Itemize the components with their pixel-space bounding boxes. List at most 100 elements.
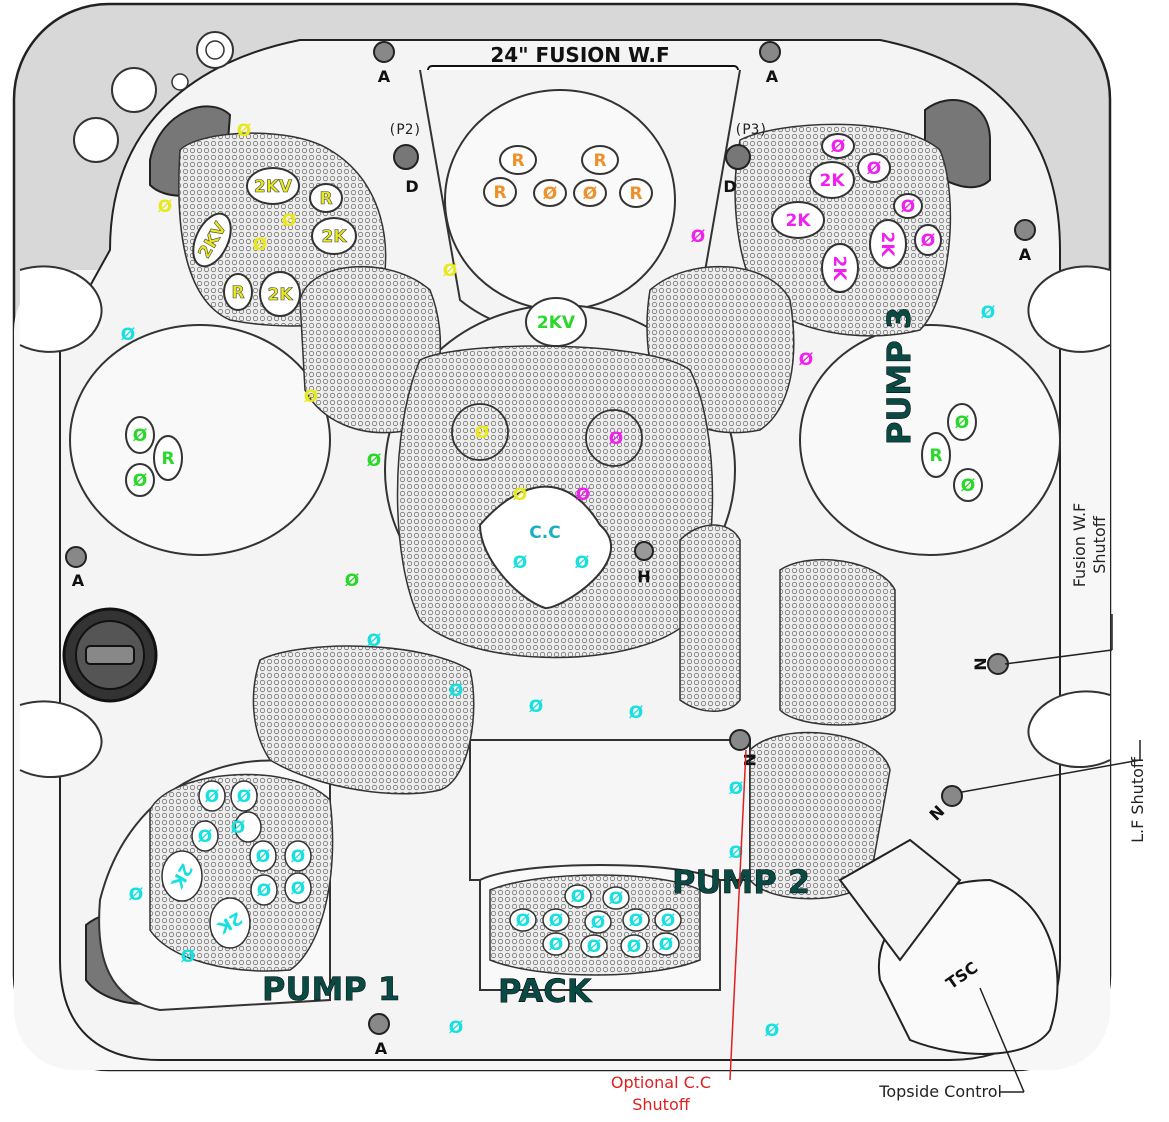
textured-pad bbox=[779, 558, 896, 726]
jet-zero: Ø bbox=[181, 947, 195, 967]
textured-pad bbox=[252, 645, 475, 795]
jet-zero: Ø bbox=[901, 197, 915, 217]
jet-zero: Ø bbox=[576, 485, 590, 505]
jet-zero: Ø bbox=[133, 426, 147, 446]
fusion-shutoff-callout: Fusion W.F Shutoff bbox=[1070, 490, 1110, 600]
fusion-shutoff-leader bbox=[1004, 649, 1113, 665]
jet-zero: Ø bbox=[367, 451, 381, 471]
jet-2k: 2K bbox=[267, 285, 293, 305]
cup-holder bbox=[19, 265, 103, 353]
pump2-label: PUMP 2 bbox=[672, 863, 810, 901]
jet-zero: Ø bbox=[513, 485, 527, 505]
topside-control-callout: Topside Control bbox=[832, 1082, 1002, 1101]
pack-label: PACK bbox=[498, 972, 593, 1010]
jet-zero: Ø bbox=[475, 423, 489, 443]
jet-zero: Ø bbox=[543, 184, 557, 204]
jet-zero: Ø bbox=[367, 631, 381, 651]
jet-zero: Ø bbox=[867, 159, 881, 179]
diverter-label: D bbox=[405, 177, 418, 196]
deck-ring bbox=[196, 31, 234, 69]
lf-shutoff-callout: L.F Shutoff bbox=[1128, 720, 1147, 880]
jet-zero: Ø bbox=[765, 1021, 779, 1041]
jet-zero: Ø bbox=[921, 231, 935, 251]
jet-2kv: 2KV bbox=[537, 313, 576, 333]
jet-zero: Ø bbox=[304, 387, 318, 407]
air-control-label: A bbox=[766, 67, 779, 86]
jet-zero: Ø bbox=[513, 553, 527, 573]
jet-zero: Ø bbox=[129, 885, 143, 905]
jet-r: R bbox=[493, 183, 506, 203]
jet-zero: Ø bbox=[659, 935, 673, 955]
deck-ring bbox=[73, 117, 119, 163]
jet-zero: Ø bbox=[198, 827, 212, 847]
textured-pad bbox=[679, 524, 741, 712]
air-control-label: A bbox=[378, 67, 391, 86]
jet-zero: Ø bbox=[549, 911, 563, 931]
jet-zero: Ø bbox=[575, 553, 589, 573]
heater-label: H bbox=[637, 567, 650, 586]
jet-2k: 2K bbox=[819, 171, 845, 191]
jet-2k: 2K bbox=[877, 231, 897, 257]
jet-zero: Ø bbox=[256, 847, 270, 867]
jet-r: R bbox=[511, 151, 524, 171]
shutoff-label: N bbox=[740, 753, 759, 766]
jet-zero: Ø bbox=[627, 937, 641, 957]
pump3-jets: Ø 2K Ø 2K Ø 2K 2K Ø Ø Ø Ø Ø bbox=[576, 133, 942, 505]
p2-label: (P2) bbox=[388, 122, 422, 138]
textured-pad bbox=[734, 123, 952, 337]
jet-zero: Ø bbox=[133, 471, 147, 491]
air-control-label: A bbox=[375, 1039, 388, 1058]
p3-label: (P3) bbox=[734, 122, 768, 138]
optional-cc-callout: Optional C.C Shutoff bbox=[576, 1072, 746, 1116]
pump1-jets: Ø Ø Ø Ø Ø Ø Ø Ø Ø Ø Ø Ø Ø Ø Ø Ø Ø Ø Ø Ø … bbox=[121, 303, 995, 1041]
jet-zero: Ø bbox=[253, 235, 267, 255]
jet-zero: Ø bbox=[591, 913, 605, 933]
jet-zero: Ø bbox=[661, 911, 675, 931]
jet-zero: Ø bbox=[955, 413, 969, 433]
lf-shutoff-leader bbox=[961, 759, 1141, 793]
optional-cc-text-2: Shutoff bbox=[632, 1095, 690, 1114]
jet-zero: Ø bbox=[282, 211, 296, 231]
jet-zero: Ø bbox=[291, 879, 305, 899]
jet-r: R bbox=[161, 449, 174, 469]
jet-r: R bbox=[629, 184, 642, 204]
jet-2k: 2K bbox=[785, 211, 811, 231]
jet-zero: Ø bbox=[231, 818, 245, 838]
jet-2k: 2K bbox=[321, 227, 347, 247]
lf-shutoff-text: L.F Shutoff bbox=[1128, 757, 1147, 843]
cc-label: C.C bbox=[529, 523, 560, 543]
diverter-label: D bbox=[723, 177, 736, 196]
center-console bbox=[478, 485, 612, 610]
filter-handle bbox=[85, 645, 135, 665]
air-control-label: A bbox=[1019, 245, 1032, 264]
jet-zero: Ø bbox=[799, 350, 813, 370]
air-control-label: A bbox=[72, 571, 85, 590]
cup-holder bbox=[19, 700, 103, 778]
jet-r: R bbox=[319, 189, 332, 209]
jet-zero: Ø bbox=[583, 184, 597, 204]
jet-zero: Ø bbox=[629, 911, 643, 931]
topside-control-text: Topside Control bbox=[879, 1082, 1002, 1101]
jet-zero: Ø bbox=[529, 697, 543, 717]
seat-outline bbox=[469, 739, 751, 881]
seat-outline bbox=[69, 324, 331, 556]
jet-zero: Ø bbox=[587, 937, 601, 957]
textured-pad bbox=[149, 773, 334, 972]
deck-ring bbox=[111, 67, 157, 113]
cup-holder bbox=[1027, 265, 1111, 353]
textured-pad bbox=[749, 731, 891, 900]
jet-zero: Ø bbox=[449, 1018, 463, 1038]
jet-zero: Ø bbox=[237, 121, 251, 141]
jet-zero: Ø bbox=[691, 227, 705, 247]
jet-zero: Ø bbox=[629, 703, 643, 723]
deck-ring bbox=[171, 73, 189, 91]
optional-cc-leader bbox=[729, 749, 747, 1081]
pump2-yellow-jets: 2KV 2KV R 2K 2K R Ø Ø Ø Ø Ø Ø Ø bbox=[158, 121, 527, 505]
jet-2kv: 2KV bbox=[254, 177, 293, 197]
jet-zero: Ø bbox=[449, 681, 463, 701]
jet-zero: Ø bbox=[205, 787, 219, 807]
optional-cc-text: Optional C.C bbox=[610, 1073, 712, 1092]
jet-zero: Ø bbox=[549, 935, 563, 955]
jet-r: R bbox=[231, 283, 244, 303]
